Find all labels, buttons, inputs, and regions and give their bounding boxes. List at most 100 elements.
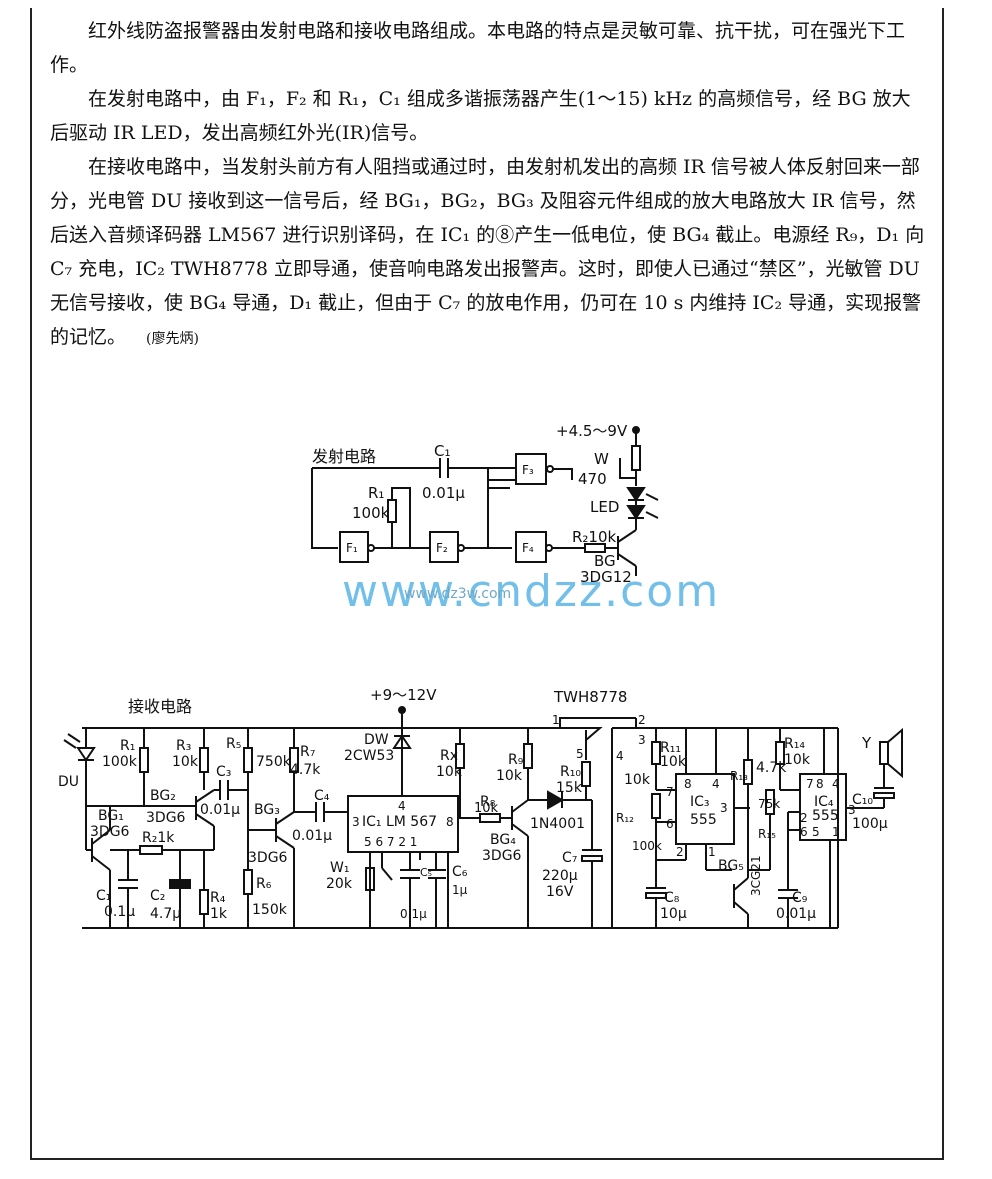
gate-f3-label: F₃ [522,463,534,477]
rx-bg5-type: 3CG21 [749,855,763,896]
rx-r4-label: R₄ [210,890,226,906]
rx-r10-value: 15k [556,780,583,796]
rx-c9-label: C₉ [792,890,808,906]
rx-r13-label: R₁₃ [730,769,748,783]
rx-r3-label: R₃ [176,738,191,754]
rx-r14-label: R₁₄ [784,736,805,752]
ic3-label: IC₃ [690,794,710,810]
rx-r9-label: R₉ [508,752,524,768]
ic3-pin4: 4 [712,777,720,791]
rx-supply-label: +9～12V [370,686,437,704]
ic4-label: IC₄ [814,794,834,810]
rx-bg2-label: BG₂ [150,788,176,804]
rx-r9-value: 10k [496,768,523,784]
ic4-pin6: 6 [800,825,808,839]
rx-c1-label: C₁ [96,888,111,904]
tx-r1-value: 100k [352,504,390,522]
ic4-pin4: 4 [832,777,840,791]
ic1-pin4: 4 [398,799,406,813]
rx-bg1-label: BG₁ [98,808,124,824]
twh-pin1: 1 [552,713,560,727]
rx-r7-label: R₇ [300,744,315,760]
ic3-type: 555 [690,812,717,828]
rx-r14-value: 10k [784,752,811,768]
paragraph-receiver-text: 在接收电路中，当发射头前方有人阻挡或通过时，由发射机发出的高频 IR 信号被人体… [50,156,925,348]
ic4-pin8: 8 [816,777,824,791]
gate-f1-label: F₁ [346,541,358,555]
ic1-label: IC₁ LM 567 [362,814,437,830]
rx-du-label: DU [58,774,79,790]
rx-c7-value: 220μ [542,868,578,884]
rx-w1-label: W₁ [330,860,349,876]
ic4-type: 555 [812,808,839,824]
tx-r1-label: R₁ [368,484,384,502]
ic1-pin8: 8 [446,815,454,829]
rx-r12b-value: 10k [624,772,651,788]
ic4-pin7: 7 [806,777,814,791]
tx-r2-label: R₂10k [572,528,617,546]
ic3-pin8: 8 [684,777,692,791]
rx-r3-value: 10k [172,754,199,770]
transmitter-title: 发射电路 [312,447,376,466]
rx-r12-value: 100k [632,839,662,853]
gate-f4-label: F₄ [522,541,534,555]
ic4-pin1: 1 [832,825,840,839]
rx-c2-value: 4.7μ [150,906,181,922]
tx-led-label: LED [590,498,619,516]
rx-dw-label: DW [364,732,389,748]
tx-bg-type: 3DG12 [580,568,632,586]
rx-dw-type: 2CW53 [344,748,394,764]
rx-c4-label: C₄ [314,788,330,804]
tx-w-label: W [594,450,609,468]
rx-bg3-type: 3DG6 [248,850,288,866]
receiver-title: 接收电路 [128,697,192,716]
rx-bg3-label: BG₃ [254,802,280,818]
ic3-pin2: 2 [676,845,684,859]
twh-pin2: 2 [638,713,646,727]
rx-w1-value: 20k [326,876,353,892]
rx-r8-label: R₈ [480,794,496,810]
rx-c6-value: 1μ [452,883,468,897]
rx-c5-label: C₅ [420,866,432,879]
rx-r1-value: 100k [102,754,138,770]
rx-r10-label: R₁₀ [560,764,581,780]
rx-c9-value: 0.01μ [776,906,816,922]
tx-w-value: 470 [578,470,607,488]
paragraph-transmitter: 在发射电路中，由 F₁，F₂ 和 R₁，C₁ 组成多谐振荡器产生(1～15) k… [50,88,911,144]
rx-c6-label: C₆ [452,864,468,880]
ic3-pin6: 6 [666,817,674,831]
receiver-circuit [63,706,903,929]
paragraph-intro: 红外线防盗报警器由发射电路和接收电路组成。本电路的特点是灵敏可靠、抗干扰，可在强… [50,20,906,76]
rx-r2-label: R₂1k [142,830,175,846]
rx-rx-value: 10k [436,764,463,780]
rx-r13-value: 4.7k [756,760,787,776]
rx-r11-label: R₁₁ [660,740,681,756]
rx-c10-value: 100μ [852,816,888,832]
rx-r4-value: 1k [210,906,228,922]
rx-r8-value: 10k [474,801,499,816]
rx-bg4-type: 3DG6 [482,848,522,864]
rx-c8-value: 10μ [660,906,687,922]
paragraph-receiver: 在接收电路中，当发射头前方有人阻挡或通过时，由发射机发出的高频 IR 信号被人体… [50,150,925,356]
rx-r1-label: R₁ [120,738,135,754]
rx-c2-label: C₂ [150,888,165,904]
rx-c7-voltage: 16V [546,884,574,900]
tx-supply-label: +4.5～9V [556,422,628,440]
ic3-pin7: 7 [666,785,674,799]
rx-r7-value: 4.7k [290,762,321,778]
tx-c1-value: 0.01μ [422,484,465,502]
tx-c1-label: C₁ [434,442,451,460]
rx-d1-label: 1N4001 [530,816,585,832]
speaker-label: Y [861,734,872,752]
watermark-main: www.cndzz.com [342,566,720,617]
rx-bg5-label: BG₅ [718,858,744,874]
ic4-pin5: 5 [812,825,820,839]
twh-pin4: 4 [616,749,624,763]
rx-r15-value: 75k [758,797,780,811]
rx-r6-value: 150k [252,902,288,918]
rx-c3-value: 0.01μ [200,802,240,818]
rx-bg4-label: BG₄ [490,832,516,848]
rx-c1-value: 0.1μ [104,904,135,920]
rx-bg1-type: 3DG6 [90,824,130,840]
